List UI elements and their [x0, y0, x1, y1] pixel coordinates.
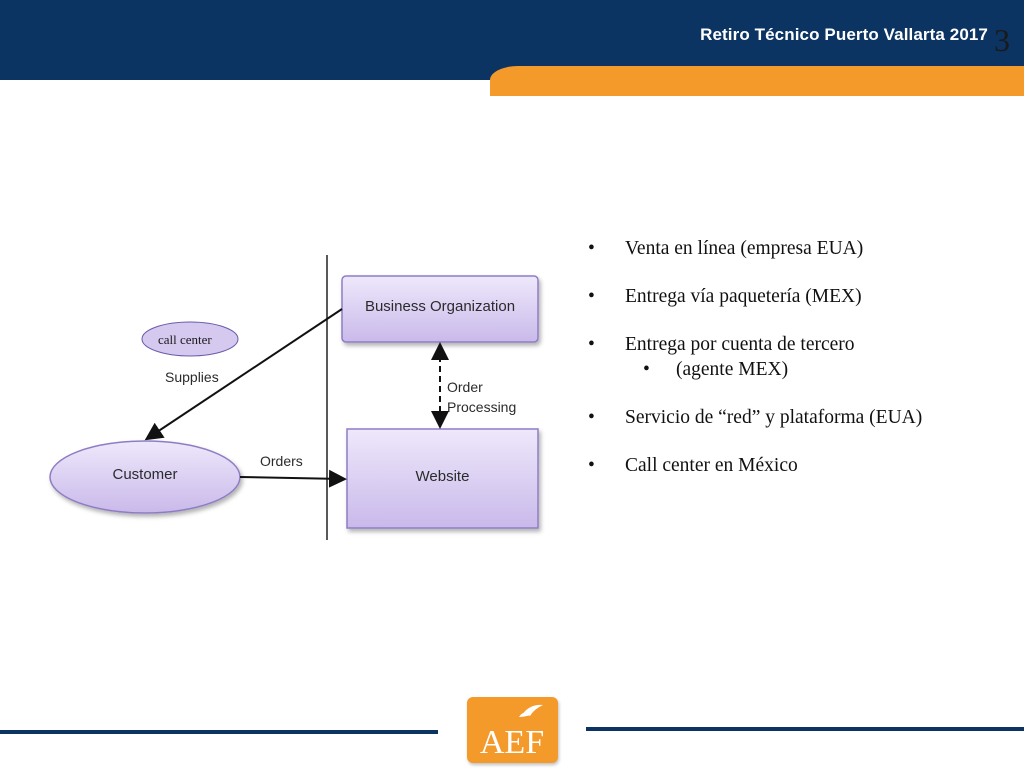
bullet-list: • Venta en línea (empresa EUA) • Entrega… — [588, 238, 1008, 477]
header-title: Retiro Técnico Puerto Vallarta 2017 — [700, 25, 988, 44]
bullet-icon: • — [588, 407, 595, 428]
orders-label: Orders — [260, 453, 303, 469]
process-diagram: Business Organization Website Customer c… — [40, 250, 550, 545]
footer-line-left — [0, 730, 438, 734]
bullet-item: • Venta en línea (empresa EUA) — [588, 238, 1008, 260]
bullet-text: Venta en línea (empresa EUA) — [625, 238, 864, 259]
bullet-item: • Servicio de “red” y plataforma (EUA) — [588, 407, 1008, 429]
diagram-shapes — [49, 255, 539, 540]
bullet-text: Entrega por cuenta de tercero — [625, 334, 855, 355]
bullet-item: • Entrega por cuenta de tercero — [588, 334, 1008, 356]
header-accent-stripe — [490, 66, 1024, 96]
bullet-item: • Entrega vía paquetería (MEX) — [588, 286, 1008, 308]
website-label: Website — [415, 468, 470, 485]
bullet-icon: • — [588, 238, 595, 259]
footer-line-right — [586, 727, 1024, 731]
bird-icon: AEF — [480, 704, 544, 761]
bullet-icon: • — [588, 455, 595, 476]
order-processing-label-line2: Processing — [447, 399, 517, 415]
bullet-text: Servicio de “red” y plataforma (EUA) — [625, 407, 923, 428]
bullet-icon: • — [588, 334, 595, 355]
slide-number: 3 — [994, 22, 1010, 58]
business-organization-label: Business Organization — [364, 298, 516, 315]
bullet-item: • Call center en México — [588, 455, 1008, 477]
order-processing-label: Order Processing — [447, 377, 516, 417]
supplies-label: Supplies — [165, 369, 219, 385]
bullet-text: Call center en México — [625, 455, 798, 476]
bullet-text: (agente MEX) — [676, 359, 789, 380]
customer-label: Customer — [112, 466, 178, 483]
bullet-icon: • — [643, 359, 650, 380]
call-center-ellipse — [141, 321, 239, 357]
bullet-text: Entrega vía paquetería (MEX) — [625, 286, 862, 307]
logo-text: AEF — [480, 724, 544, 761]
sub-bullet-item: • (agente MEX) — [588, 359, 1008, 381]
call-center-label: call center — [158, 332, 212, 347]
website-box — [346, 428, 539, 529]
supplies-arrow — [144, 308, 343, 441]
orders-arrow — [239, 469, 347, 488]
aef-logo: AEF — [467, 697, 558, 763]
order-processing-label-line1: Order — [447, 379, 483, 395]
bullet-icon: • — [588, 286, 595, 307]
